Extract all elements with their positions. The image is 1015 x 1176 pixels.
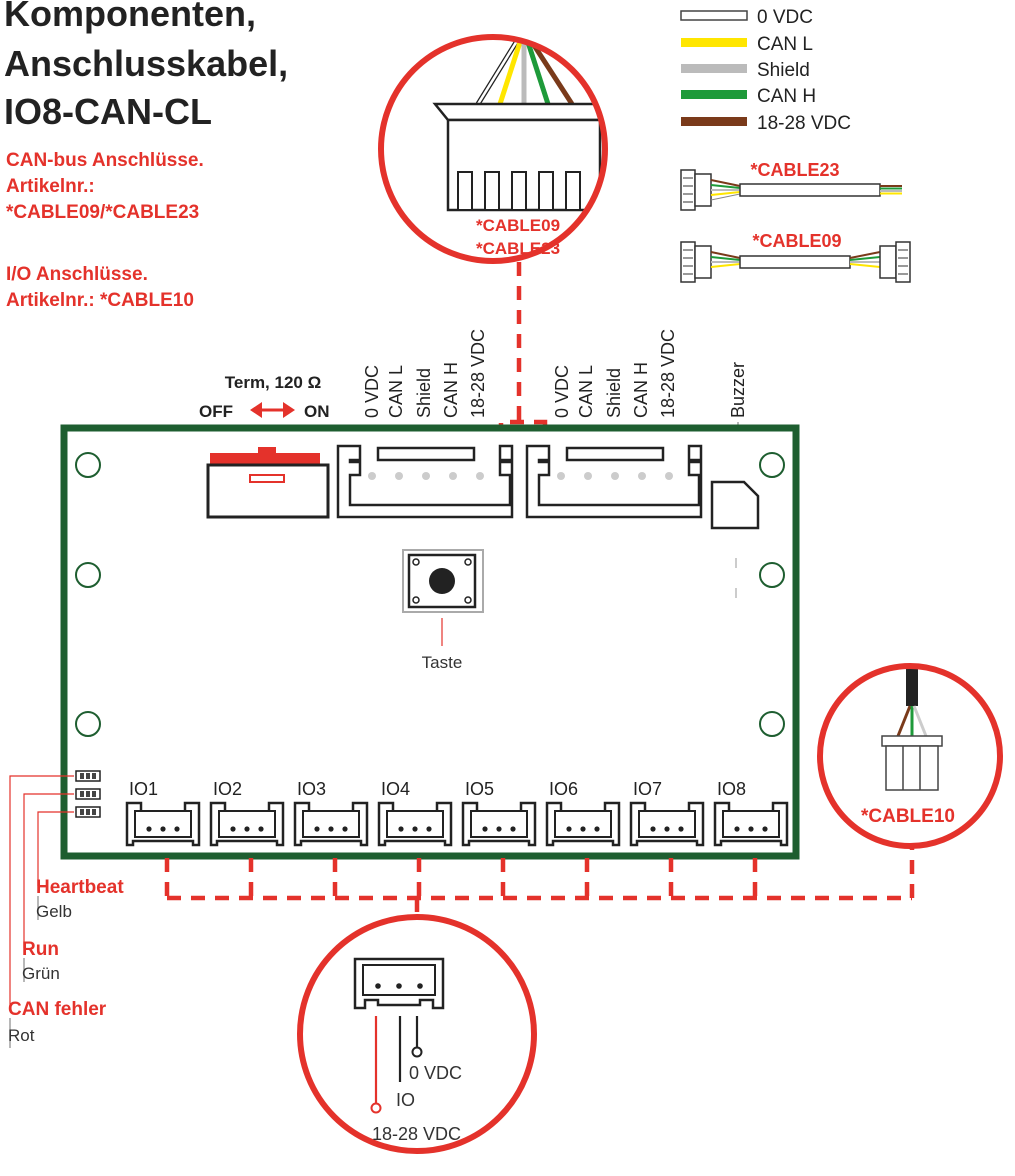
- pin-label-left-2: Shield: [414, 368, 434, 418]
- io-connectors: IO1 IO2 IO3 IO4 IO5 IO6 IO7 IO8: [125, 779, 789, 847]
- io-port-label: IO1: [129, 779, 158, 799]
- pcb-board: [60, 424, 800, 860]
- term-off-label: OFF: [199, 402, 233, 421]
- io-port-label: IO3: [297, 779, 326, 799]
- cable23-illustration: *CABLE23: [680, 160, 902, 211]
- io-connector: IO5: [461, 779, 537, 847]
- pin-label-left-3: CAN H: [441, 362, 461, 418]
- io-connector: IO8: [713, 779, 789, 847]
- pin-label-left-0: 0 VDC: [362, 365, 382, 418]
- info-canbus-3: *CABLE09/*CABLE23: [6, 202, 199, 223]
- can-connector-left: [336, 444, 514, 519]
- io-connector: IO2: [209, 779, 285, 847]
- io-connector-zoom: 0 VDC IO 18-28 VDC: [297, 914, 537, 1154]
- io-port-label: IO8: [717, 779, 746, 799]
- circle-cable09-label: *CABLE09: [476, 216, 560, 235]
- taste-label: Taste: [422, 653, 463, 672]
- legend-label-1: CAN L: [757, 34, 813, 55]
- title-line-2: Anschlusskabel,: [4, 43, 288, 84]
- cable10-zoom: *CABLE10: [817, 663, 1003, 849]
- io-port-label: IO4: [381, 779, 410, 799]
- cable10-label: *CABLE10: [861, 806, 955, 827]
- led-canfehler-name: CAN fehler: [8, 999, 107, 1020]
- pin-label-right-1: CAN L: [576, 365, 596, 418]
- circle-cable23-label: *CABLE23: [476, 239, 560, 258]
- pin-label-left-1: CAN L: [386, 365, 406, 418]
- info-canbus-2: Artikelnr.:: [6, 176, 95, 197]
- io-pin-io-label: IO: [396, 1090, 415, 1110]
- led-heartbeat-name: Heartbeat: [36, 877, 124, 898]
- can-connector-zoom: *CABLE09 *CABLE23: [378, 34, 608, 264]
- double-arrow-icon: [250, 402, 295, 418]
- led-run-color: Grün: [22, 964, 60, 983]
- wire-legend: 0 VDC CAN L Shield CAN H 18-28 VDC: [680, 7, 851, 134]
- pin-label-right-2: Shield: [604, 368, 624, 418]
- legend-label-3: CAN H: [757, 86, 816, 107]
- pin-label-right-0: 0 VDC: [552, 365, 572, 418]
- pin-label-left-4: 18-28 VDC: [468, 329, 488, 418]
- led-run-name: Run: [22, 939, 59, 960]
- io-connector: IO4: [377, 779, 453, 847]
- io-connector: IO3: [293, 779, 369, 847]
- cable09-illustration: *CABLE09: [680, 231, 911, 283]
- can-pin-labels-right: 0 VDC CAN L Shield CAN H 18-28 VDC: [552, 329, 678, 418]
- title-line-3: IO8-CAN-CL: [4, 91, 212, 132]
- led-heartbeat-color: Gelb: [36, 902, 72, 921]
- pin-label-right-3: CAN H: [631, 362, 651, 418]
- buzzer: [710, 480, 760, 530]
- io-port-label: IO2: [213, 779, 242, 799]
- io-connector: IO7: [629, 779, 705, 847]
- io-connector: IO1: [125, 779, 201, 847]
- cable23-label: *CABLE23: [750, 160, 839, 180]
- info-canbus-1: CAN-bus Anschlüsse.: [6, 150, 204, 171]
- led-canfehler-color: Rot: [8, 1026, 35, 1045]
- io-port-label: IO6: [549, 779, 578, 799]
- title-line-1: Komponenten,: [4, 0, 256, 34]
- term-label: Term, 120 Ω: [225, 373, 321, 392]
- info-io-1: I/O Anschlüsse.: [6, 264, 148, 285]
- can-connector-right: [525, 444, 703, 519]
- legend-label-0: 0 VDC: [757, 7, 813, 28]
- push-button: [402, 549, 484, 613]
- cable09-label: *CABLE09: [752, 231, 841, 251]
- io-dashed-bus: [164, 848, 915, 916]
- pin-label-right-4: 18-28 VDC: [658, 329, 678, 418]
- io-pin-0vdc-label: 0 VDC: [409, 1063, 462, 1083]
- can-dashed-connector: [498, 262, 548, 437]
- term-switch: [206, 447, 330, 519]
- legend-label-2: Shield: [757, 60, 810, 81]
- led-leader-lines: [9, 775, 74, 1008]
- can-pin-labels-left: 0 VDC CAN L Shield CAN H 18-28 VDC: [362, 329, 488, 418]
- mounting-holes: [75, 452, 785, 737]
- term-on-label: ON: [304, 402, 330, 421]
- info-io-2: Artikelnr.: *CABLE10: [6, 290, 194, 311]
- io-connector: IO6: [545, 779, 621, 847]
- buzzer-label: Buzzer: [728, 362, 748, 418]
- io-port-label: IO7: [633, 779, 662, 799]
- legend-label-4: 18-28 VDC: [757, 113, 851, 134]
- io-pin-power-label: 18-28 VDC: [372, 1124, 461, 1144]
- io-port-label: IO5: [465, 779, 494, 799]
